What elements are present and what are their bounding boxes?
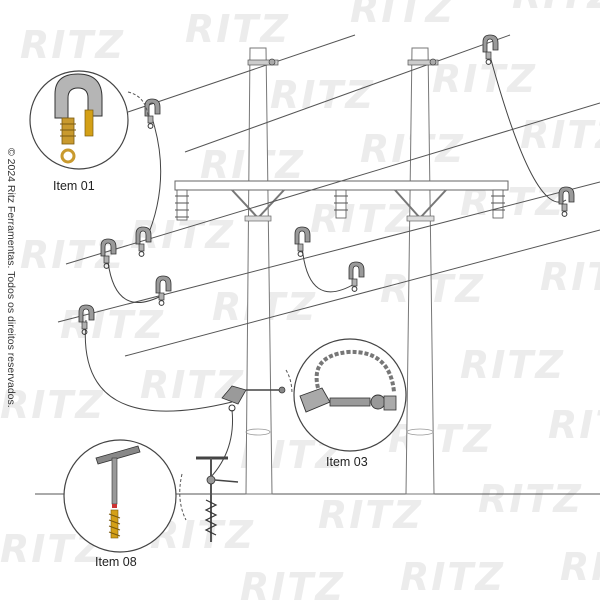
watermark-text: RITZ (60, 303, 165, 347)
callout-item-03: Item 03 (285, 338, 407, 469)
pole-grounding-clamp (221, 385, 286, 412)
watermark-text: RITZ (0, 383, 105, 427)
watermark-text: RITZ (270, 73, 375, 117)
watermark-text: RITZ (388, 417, 493, 461)
insulator (175, 189, 189, 221)
watermark-text: RITZ (380, 267, 485, 311)
callout-item-08: Item 08 (63, 439, 187, 569)
watermark-text: RITZ (548, 403, 600, 447)
watermark-text: RITZ (512, 0, 600, 17)
ground-rod-assembly (196, 456, 239, 542)
watermark-text: RITZ (478, 477, 583, 521)
pole-top-bracket (407, 58, 439, 66)
utility-pole-left (245, 47, 273, 495)
watermark-text: RITZ (185, 7, 290, 51)
ground-rod-closeup-icon (95, 445, 141, 539)
grounding-clamp-icon (144, 98, 161, 129)
watermark-text: RITZ (240, 565, 345, 600)
grounding-cables (84, 55, 567, 479)
callout-label: Item 03 (326, 455, 368, 469)
insulator (491, 189, 505, 219)
insulator (334, 189, 348, 219)
pole-top-bracket (247, 58, 279, 66)
watermark-text: RITZ (460, 343, 565, 387)
utility-pole-right (405, 47, 435, 495)
grounding-clamp-icon (348, 261, 365, 292)
watermark-text: RITZ (350, 0, 455, 31)
watermark-text: RITZ (400, 555, 505, 599)
chain-clamp-icon (299, 349, 397, 413)
watermark-text: RITZ (560, 545, 600, 589)
conductor-lines (57, 34, 600, 357)
watermark-text: RITZ (20, 23, 125, 67)
callout-label: Item 08 (95, 555, 137, 569)
watermark-text: RITZ (318, 493, 423, 537)
copyright-text: © 2024 Ritz Ferramentas. Todos os direit… (5, 148, 17, 408)
grounding-clamp-icon (155, 275, 172, 306)
watermark-text: RITZ (520, 113, 600, 157)
watermark-text: RITZ (310, 197, 415, 241)
watermark-text: RITZ (540, 255, 600, 299)
watermark-text: RITZ (432, 57, 537, 101)
grounding-clamp-icon (294, 226, 311, 257)
callout-item-01: Item 01 (29, 70, 149, 193)
clamp-closeup-icon (54, 73, 103, 164)
callout-label: Item 01 (53, 179, 95, 193)
